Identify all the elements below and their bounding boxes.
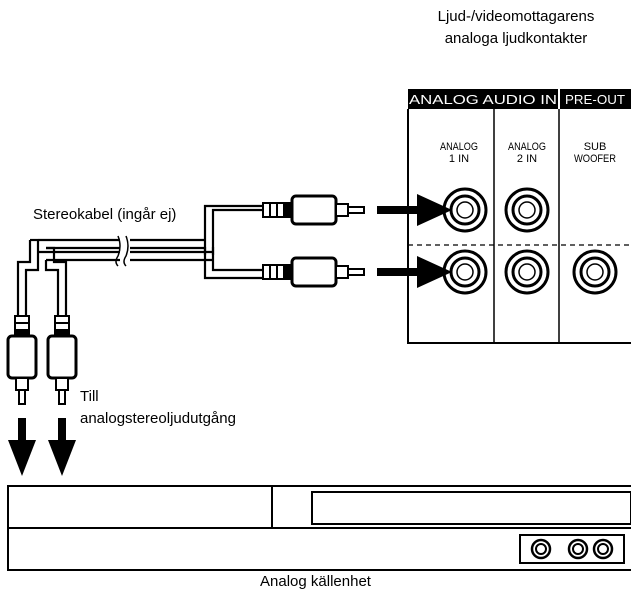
cable-break-marks xyxy=(115,235,129,267)
rca-plug-lower xyxy=(262,256,365,288)
panel-header-analog-audio-in: ANALOG AUDIO IN xyxy=(409,92,557,107)
jack-label-subwoofer-line2: WOOFER xyxy=(574,153,616,165)
panel-body xyxy=(407,109,631,344)
jack-label-analog-2-in-line1: ANALOG xyxy=(508,141,546,153)
source-jack-panel xyxy=(519,534,625,564)
source-device-label: Analog källenhet xyxy=(260,573,371,590)
receiver-title-line2: analoga ljudkontakter xyxy=(444,30,588,47)
rca-plug-upper xyxy=(262,194,365,226)
jack-analog-1-in-right xyxy=(442,249,488,295)
jack-label-analog-2-in-line2: 2 IN xyxy=(517,153,537,165)
source-device xyxy=(7,485,631,571)
source-output-jacks xyxy=(530,538,614,560)
receiver-panel: ANALOG AUDIO IN PRE-OUT ANALOG 1 IN ANAL… xyxy=(407,89,631,344)
cable-label: Stereokabel (ingår ej) xyxy=(33,206,177,223)
source-jack-2 xyxy=(567,538,589,560)
jack-label-analog-1-in-line2: 1 IN xyxy=(449,153,469,165)
stereo-cable xyxy=(16,204,265,318)
source-jack-3 xyxy=(592,538,614,560)
jack-analog-2-in-left xyxy=(504,187,550,233)
panel-header-pre-out: PRE-OUT xyxy=(565,92,625,107)
receiver-title-line1: Ljud-/videomottagarens xyxy=(437,8,595,25)
rca-plug-source-right xyxy=(46,315,78,405)
arrow-to-source-left xyxy=(8,418,36,476)
panel-header-bar xyxy=(408,89,631,109)
source-display-window xyxy=(311,491,631,525)
arrow-to-source-right xyxy=(48,418,76,476)
rca-plug-source-left xyxy=(6,315,38,405)
arrow-to-jack-upper xyxy=(377,194,452,226)
jack-subwoofer xyxy=(572,249,618,295)
source-jack-1 xyxy=(530,538,552,560)
arrow-to-jack-lower xyxy=(377,256,452,288)
jack-label-subwoofer-line1: SUB xyxy=(584,141,607,153)
cable-target-line1: Till xyxy=(80,388,99,405)
cable-target-line2: analogstereoljudutgång xyxy=(80,410,236,427)
jack-label-analog-1-in-line1: ANALOG xyxy=(440,141,478,153)
jack-analog-2-in-right xyxy=(504,249,550,295)
